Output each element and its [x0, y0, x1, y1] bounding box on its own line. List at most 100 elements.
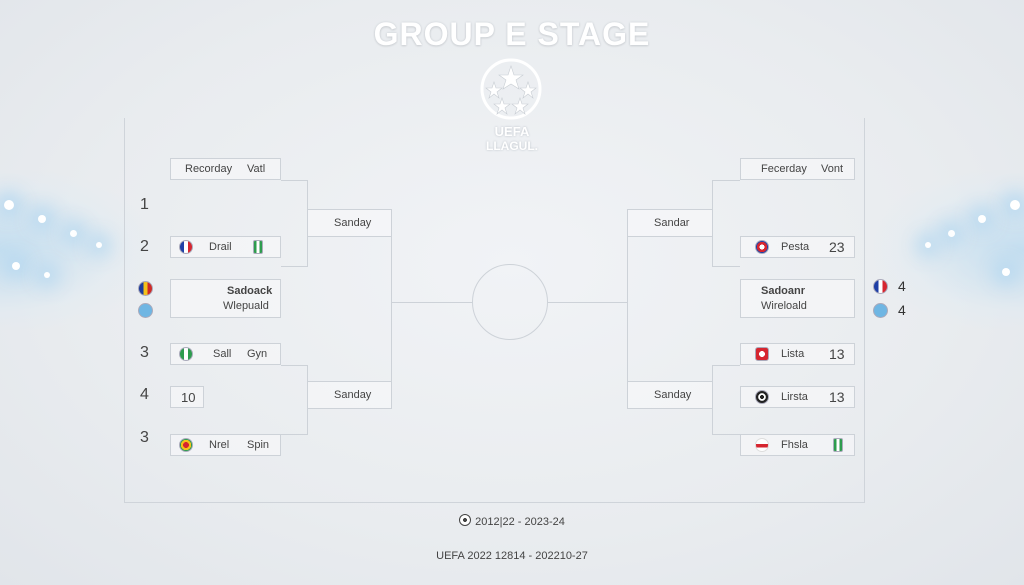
right-round2-bottom[interactable]: Sanday	[627, 381, 713, 409]
round-label: Sanday	[654, 389, 692, 401]
stadium-light	[4, 200, 14, 210]
club-crest-icon	[833, 438, 843, 452]
bracket-line	[281, 365, 308, 366]
team-name: Lirsta	[781, 391, 808, 403]
team-name: Sall	[213, 348, 232, 360]
score: 13	[829, 389, 845, 405]
france-flag-icon	[873, 279, 888, 294]
team-name: Nrel	[209, 439, 230, 451]
seed-number: 4	[140, 386, 149, 403]
stadium-light	[948, 230, 955, 237]
france-flag-icon	[179, 240, 193, 254]
right-header-box: Fecerday Vont	[740, 158, 855, 180]
seed-number: 3	[140, 344, 149, 361]
football-icon	[755, 390, 769, 404]
bracket-line	[712, 180, 740, 181]
stadium-light	[44, 272, 50, 278]
left-header-label-b: Vatl	[247, 163, 266, 175]
seed-number: 2	[140, 238, 149, 255]
right-match-2[interactable]: Sadoanr Wireloald	[740, 279, 855, 318]
bracket-line	[712, 408, 713, 434]
left-match-3[interactable]: Sall Gyn	[170, 343, 281, 365]
score: 13	[829, 346, 845, 362]
bracket-line	[712, 266, 740, 267]
round-label: Sanday	[334, 389, 372, 401]
team-name: Gyn	[247, 348, 268, 360]
bracket-line	[307, 236, 308, 266]
right-header-label-b: Vont	[821, 163, 844, 175]
team-name: Spin	[247, 439, 270, 451]
team-name: Drail	[209, 241, 232, 253]
romania-flag-icon	[138, 281, 153, 296]
club-crest-icon	[755, 438, 769, 452]
bracket-line	[548, 302, 628, 303]
bracket-line	[281, 180, 308, 181]
season-footer: 2012|22 - 2023-24	[0, 514, 1024, 528]
right-header-label-a: Fecerday	[761, 163, 807, 175]
left-round2-top[interactable]: Sanday	[307, 209, 392, 237]
stadium-light-haze-left	[0, 170, 150, 330]
left-round2-bottom[interactable]: Sanday	[307, 381, 392, 409]
left-match-5[interactable]: Nrel Spin	[170, 434, 281, 456]
bottom-footer: UEFA 2022 12814 - 202210-27	[436, 550, 588, 562]
bracket-line	[281, 266, 308, 267]
bracket-line	[307, 180, 308, 210]
bracket-line	[391, 302, 392, 382]
score: 10	[181, 390, 196, 405]
bracket-line	[307, 408, 308, 434]
outside-score: 4	[898, 302, 906, 318]
club-crest-icon	[755, 347, 769, 361]
logo-text-league: LLAGUL.	[486, 139, 538, 153]
bracket-line	[627, 236, 628, 302]
team-name-bold: Sadoanr	[761, 285, 806, 297]
season-text: 2012|22 - 2023-24	[475, 516, 565, 528]
stadium-light	[1010, 200, 1020, 210]
stadium-light	[925, 242, 931, 248]
outside-score: 4	[898, 278, 906, 294]
bracket-line	[391, 236, 392, 302]
center-circle	[472, 264, 548, 340]
bracket-line	[281, 434, 308, 435]
right-match-1[interactable]: Pesta 23	[740, 236, 855, 258]
bracket-line	[712, 434, 740, 435]
stadium-light	[1002, 268, 1010, 276]
bracket-line	[627, 302, 628, 382]
seed-number: 3	[140, 429, 149, 446]
round-label: Sanday	[334, 217, 372, 229]
stadium-light	[38, 215, 46, 223]
team-name-bold: Sadoack	[227, 285, 273, 297]
club-crest-icon	[873, 303, 888, 318]
right-match-3[interactable]: Lista 13	[740, 343, 855, 365]
round-label: Sandar	[654, 217, 690, 229]
team-name: Wlepuald	[223, 300, 269, 312]
left-match-4[interactable]: 10	[170, 386, 204, 408]
right-match-5[interactable]: Fhsla	[740, 434, 855, 456]
left-match-2[interactable]: Sadoack Wlepuald	[170, 279, 281, 318]
left-match-1[interactable]: Drail	[170, 236, 281, 258]
team-name: Wireloald	[761, 300, 807, 312]
team-name: Fhsla	[781, 439, 808, 451]
bracket-line	[712, 180, 713, 210]
club-crest-icon	[179, 438, 193, 452]
stadium-light	[70, 230, 77, 237]
score: 23	[829, 239, 845, 255]
bracket-line	[712, 365, 740, 366]
stadium-light-haze-right	[874, 170, 1024, 330]
left-header-label-a: Recorday	[185, 163, 233, 175]
bracket-line	[391, 302, 473, 303]
stadium-light	[978, 215, 986, 223]
seed-number: 1	[140, 196, 149, 213]
team-name: Lista	[781, 348, 805, 360]
club-crest-icon	[755, 240, 769, 254]
club-crest-icon	[138, 303, 153, 318]
right-round2-top[interactable]: Sandar	[627, 209, 713, 237]
bracket-line	[712, 236, 713, 266]
page-title: GROUP E STAGE	[373, 16, 651, 52]
right-match-4[interactable]: Lirsta 13	[740, 386, 855, 408]
logo-text-uefa: UEFA	[494, 124, 530, 139]
team-name: Pesta	[781, 241, 810, 253]
italy-flag-icon	[179, 347, 193, 361]
club-crest-icon	[253, 240, 263, 254]
football-icon	[459, 514, 472, 526]
bracket-line	[712, 365, 713, 382]
